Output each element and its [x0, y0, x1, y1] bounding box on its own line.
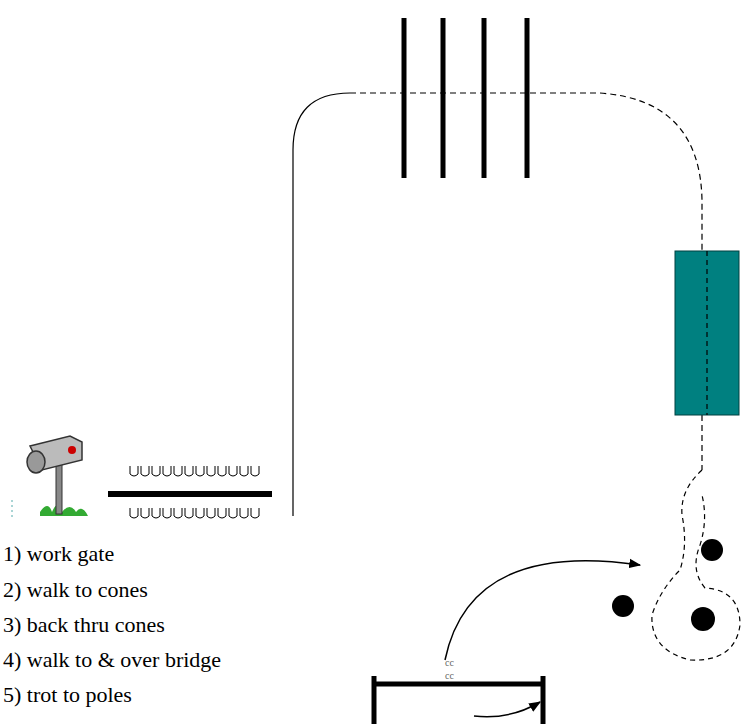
step-note: 1) work gate — [3, 543, 114, 565]
arrow-curve — [445, 561, 640, 660]
cone-mark: cc — [445, 658, 454, 668]
arrow-curve — [474, 702, 540, 717]
route-line — [652, 470, 740, 660]
bridge — [675, 251, 739, 415]
route-line — [706, 251, 707, 415]
step-note: 4) walk to & over bridge — [3, 649, 221, 671]
step-note: 2) walk to cones — [3, 579, 148, 601]
route-line — [293, 93, 350, 516]
gate — [108, 466, 272, 518]
cones — [612, 539, 723, 631]
trot-poles — [404, 18, 527, 178]
step-note: 3) back thru cones — [3, 614, 165, 636]
cone-mark: cc — [445, 671, 454, 681]
mailbox — [12, 436, 88, 520]
step-note: 5) trot to poles — [3, 684, 132, 706]
work-bar — [372, 676, 545, 724]
